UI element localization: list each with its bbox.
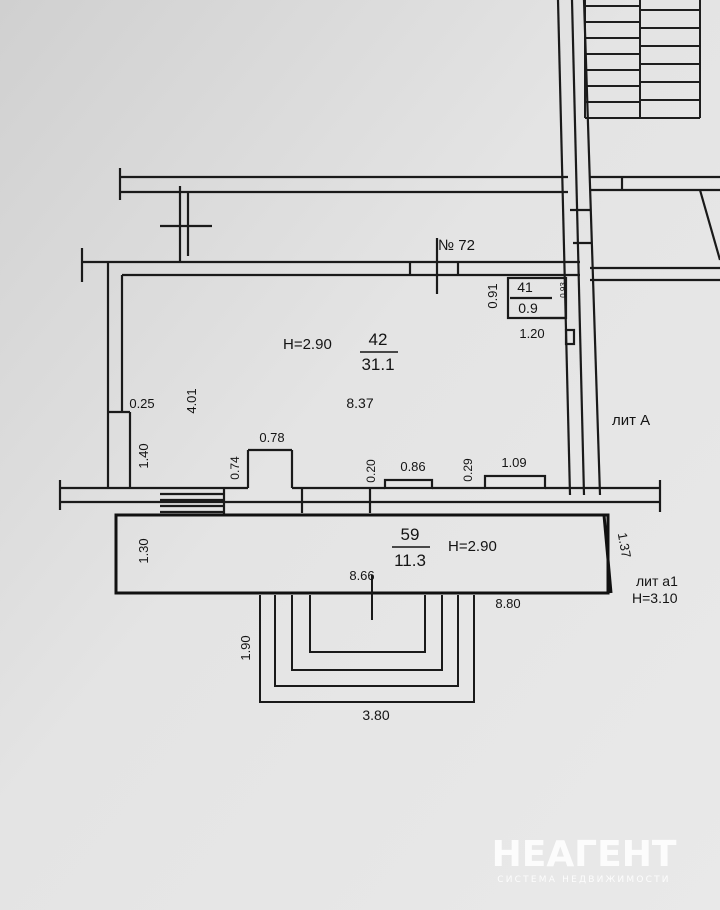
dim-window-1-width: 0.86: [400, 459, 425, 474]
dim-pier-height: 1.40: [136, 443, 151, 468]
room-59-number: 59: [401, 525, 420, 544]
room-42-number: 42: [369, 330, 388, 349]
dim-room-width: 8.37: [346, 395, 373, 411]
watermark-tagline: СИСТЕМА НЕДВИЖИМОСТИ: [497, 875, 670, 885]
walls: [58, 0, 720, 514]
room-41-number: 41: [517, 279, 533, 295]
annex-height: Н=3.10: [632, 590, 678, 606]
room-41-area: 0.9: [518, 300, 538, 316]
room-42-area: 31.1: [361, 355, 394, 374]
neighbor-number: № 72: [438, 237, 475, 254]
room-59-height: Н=2.90: [448, 538, 497, 555]
watermark: НЕАГЕНТ СИСТЕМА НЕДВИЖИМОСТИ: [492, 834, 677, 885]
dim-room-depth: 4.01: [184, 388, 199, 413]
dim-pilaster-depth: 0.74: [228, 456, 242, 480]
porch: [259, 575, 475, 703]
dim-annex-width: 8.80: [495, 596, 520, 611]
building-label: лит А: [612, 412, 650, 429]
dim-vestibule-width: 8.66: [349, 568, 374, 583]
annex-label: лит а1: [636, 573, 678, 589]
dim-pier-top: 0.25: [129, 396, 154, 411]
dim-porch-width: 3.80: [362, 707, 389, 723]
dim-window-2-width: 1.09: [501, 455, 526, 470]
vestibule-right-wall: [602, 514, 613, 594]
dim-small-room-side: 0.93: [559, 282, 568, 298]
dim-pilaster-width: 0.78: [259, 430, 284, 445]
dim-small-room-width: 1.20: [519, 326, 544, 341]
dim-vestibule-left: 1.30: [136, 538, 151, 563]
plan-labels: № 72 Н=2.90 42 31.1 41 0.9 59 11.3 Н=2.9…: [129, 237, 678, 723]
dim-small-room-height: 0.91: [485, 283, 500, 308]
dim-window-sill-1: 0.20: [364, 459, 378, 483]
dim-window-sill-2: 0.29: [461, 458, 475, 482]
room-59-area: 11.3: [394, 551, 426, 570]
watermark-brand: НЕАГЕНТ: [492, 834, 677, 875]
dim-porch-depth: 1.90: [238, 635, 253, 660]
room-42-height: Н=2.90: [283, 336, 332, 353]
dim-vestibule-right: 1.37: [615, 531, 634, 559]
staircase: [584, 0, 701, 119]
